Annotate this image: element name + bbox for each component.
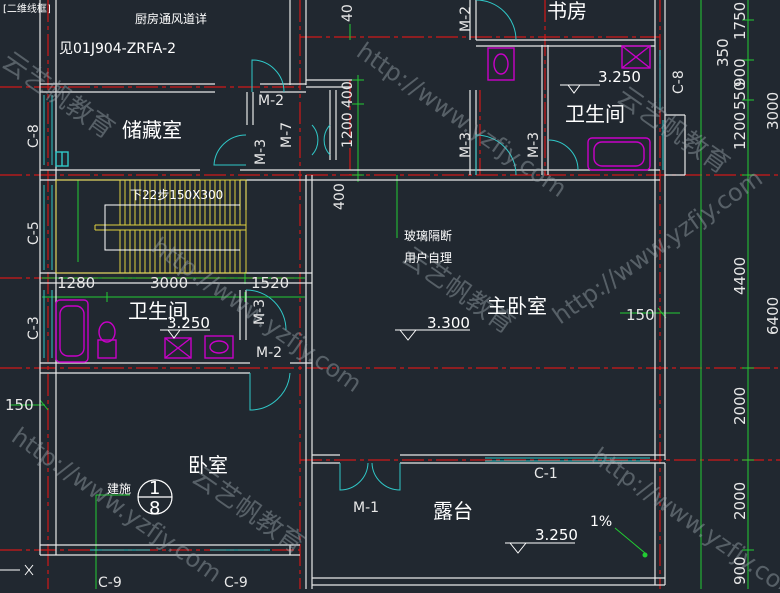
floor-drain-icon (164, 337, 192, 359)
dim-1280: 1280 (57, 274, 95, 292)
note-slope: 1% (590, 514, 612, 530)
dim-4400: 4400 (731, 257, 749, 295)
doors (213, 0, 579, 491)
toilet-icon (97, 321, 117, 359)
dim-2000-b: 2000 (731, 482, 749, 520)
dim-6400: 6400 (764, 297, 780, 335)
tag-m3-a: M-3 (253, 139, 269, 165)
tag-m2-left: M-2 (256, 345, 282, 361)
tag-c1: C-1 (534, 466, 558, 482)
dim-400-b: 400 (332, 183, 348, 210)
floor-drain-icon-top (621, 45, 651, 69)
basin-icon-top (487, 47, 515, 81)
watermark-url: http://www.yzfjy.com (352, 37, 572, 203)
slope-arrow (614, 527, 648, 558)
dim-1200: 1200 (340, 112, 356, 148)
watermark-url: http://www.yzfjy.com (587, 442, 780, 589)
windows (43, 50, 664, 551)
note-detail-top: 1 (149, 478, 160, 499)
dim-2000-a: 2000 (731, 387, 749, 425)
dim-550: 550 (731, 81, 749, 110)
elevation-markers (160, 84, 600, 554)
bathtub-icon (55, 299, 89, 363)
dim-1750: 1750 (731, 2, 749, 40)
tag-m3-b: M-3 (458, 132, 474, 158)
dim-150-left: 150 (5, 396, 34, 414)
dim-900-b: 900 (731, 556, 749, 585)
shaft-icon (55, 151, 69, 167)
tag-m7: M-7 (279, 122, 295, 148)
basin-icon (204, 335, 234, 359)
tag-m1: M-1 (353, 500, 379, 516)
elev-bath-left: 3.250 (167, 314, 210, 332)
note-detail-bottom: 8 (149, 498, 160, 519)
note-vent-spec: 见01J904-ZRFA-2 (59, 41, 176, 57)
tag-c5: C-5 (26, 221, 42, 245)
watermark-url: http://www.yzfjy.com (547, 164, 767, 330)
dim-400: 400 (340, 81, 356, 108)
note-owner: 用户自理 (404, 250, 452, 265)
room-bath-top: 卫生间 (565, 102, 625, 126)
dim-3000: 3000 (150, 274, 188, 292)
room-master-bedroom: 主卧室 (487, 294, 547, 318)
detail-index-icon (137, 479, 173, 515)
room-bedroom: 卧室 (188, 453, 228, 477)
viewport-title[interactable]: [二维线框] (3, 2, 51, 15)
tag-m3-c: M-3 (526, 132, 542, 158)
dimension-lines (10, 0, 754, 589)
bathtub-icon-top (587, 137, 651, 171)
tag-c8-right: C-8 (671, 70, 687, 94)
tag-m2-right: M-2 (258, 93, 284, 109)
room-bath-left: 卫生间 (128, 299, 188, 323)
axis-marker (0, 564, 34, 576)
room-storage: 储藏室 (122, 118, 182, 142)
walls (39, 0, 686, 589)
elev-master: 3.300 (427, 314, 470, 332)
note-detail-label: 建施 (107, 482, 131, 496)
dim-900: 900 (731, 58, 749, 87)
dim-40: 40 (340, 4, 356, 22)
tag-m2-top: M-2 (458, 6, 474, 32)
tag-c9-a: C-9 (98, 575, 122, 589)
dim-1200-r: 1200 (731, 112, 749, 150)
note-stair: 下22步150X300 (130, 188, 223, 202)
tag-c9-b: C-9 (224, 575, 248, 589)
tag-c3: C-3 (26, 316, 42, 340)
room-study: 书房 (547, 0, 587, 23)
watermark-brand: 云艺帆教育 (0, 46, 120, 145)
staircase (55, 179, 247, 274)
tag-m3-d: M-3 (252, 299, 268, 325)
note-kitchen-vent: 厨房通风道详 (135, 11, 207, 26)
tag-c8-left: C-8 (26, 124, 42, 148)
dim-1520: 1520 (251, 274, 289, 292)
elev-bath-top: 3.250 (598, 68, 641, 86)
elev-terrace: 3.250 (535, 526, 578, 544)
dim-3000-r: 3000 (764, 92, 780, 130)
dim-350: 350 (714, 38, 732, 67)
dim-150-right: 150 (626, 306, 655, 324)
note-glass-partition: 玻璃隔断 (404, 228, 452, 243)
room-terrace: 露台 (433, 499, 473, 523)
fixtures (55, 45, 651, 363)
stair-arrow (104, 204, 240, 251)
